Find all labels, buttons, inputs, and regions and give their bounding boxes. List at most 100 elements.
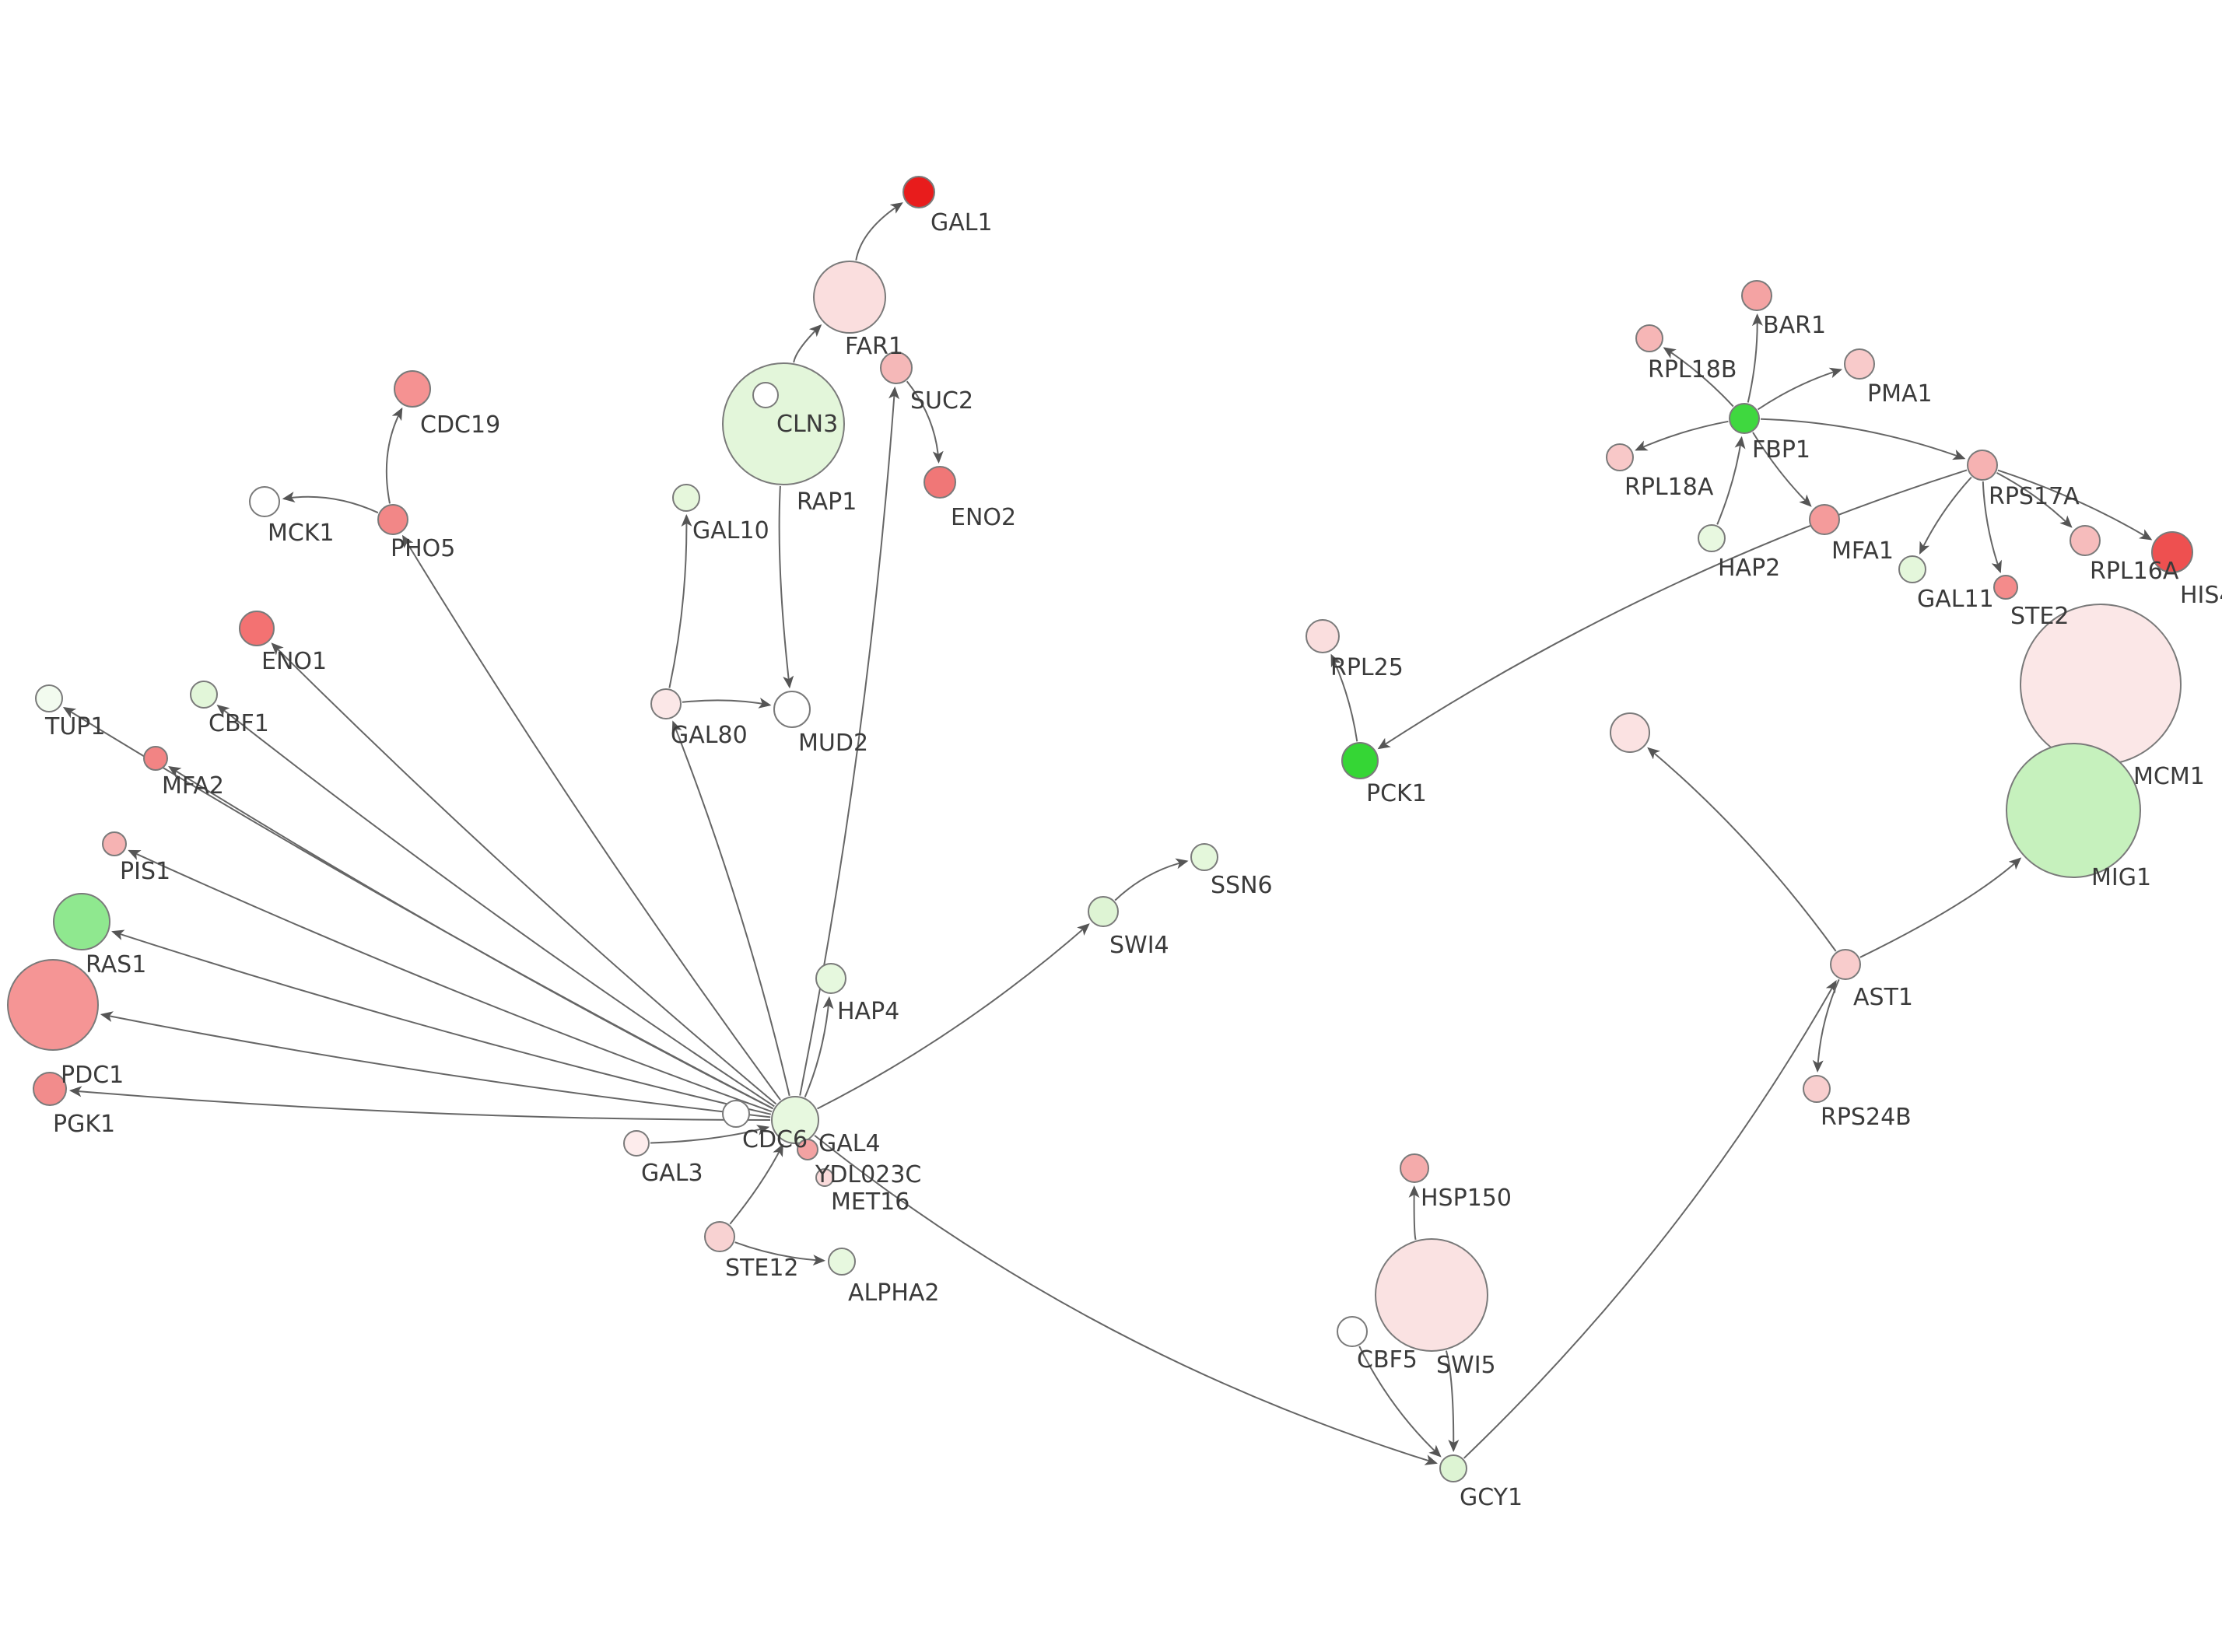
node-pho5[interactable]: [377, 504, 408, 535]
node-hap2[interactable]: [1698, 524, 1726, 552]
node-cbf1[interactable]: [190, 681, 218, 709]
node-pck1[interactable]: [1341, 742, 1379, 779]
edge-fbp1-rpl18b[interactable]: [1663, 347, 1734, 408]
edge-hap2-fbp1[interactable]: [1716, 436, 1746, 525]
edge-gal4-pgk1[interactable]: [68, 1086, 771, 1121]
edge-rps17a-gal11[interactable]: [1919, 476, 1972, 555]
node-alpha2[interactable]: [828, 1248, 856, 1276]
node-gal11[interactable]: [1898, 555, 1926, 583]
edge-rps17a-ste2[interactable]: [1982, 481, 2002, 574]
edge-fbp1-pma1[interactable]: [1757, 367, 1843, 411]
node-swi5[interactable]: [1375, 1238, 1488, 1352]
node-ssn6[interactable]: [1190, 843, 1218, 871]
edge-gal80-mud2[interactable]: [682, 697, 772, 709]
edge-gal4-hap4[interactable]: [804, 996, 834, 1097]
edge-rps17a-rpl16a[interactable]: [1996, 472, 2073, 528]
node-pis1[interactable]: [102, 831, 127, 856]
edge-ste12-alpha2[interactable]: [734, 1241, 825, 1266]
node-rpl25[interactable]: [1306, 619, 1340, 653]
node-pgk1[interactable]: [33, 1072, 67, 1106]
edge-gal4-swi4[interactable]: [817, 923, 1090, 1110]
node-fbp1[interactable]: [1729, 403, 1760, 434]
edge-gal4-gal80[interactable]: [671, 720, 790, 1097]
edge-swi5-hsp150[interactable]: [1408, 1185, 1420, 1241]
edge-gal4-ras1[interactable]: [111, 929, 772, 1115]
node-eno2[interactable]: [923, 466, 956, 499]
node-gal1[interactable]: [902, 176, 935, 208]
edge-gal4-cbf1[interactable]: [216, 704, 775, 1108]
node-rps24b[interactable]: [1803, 1075, 1831, 1103]
node-gcy1[interactable]: [1439, 1454, 1467, 1482]
edge-ast1-mig1[interactable]: [1859, 857, 2022, 958]
node-ste2[interactable]: [1993, 575, 2018, 600]
node-mck1[interactable]: [249, 486, 280, 517]
edge-fbp1-mfa1[interactable]: [1752, 432, 1812, 507]
node-gal10[interactable]: [672, 484, 700, 512]
edge-swi5-gcy1[interactable]: [1445, 1350, 1460, 1452]
node-ste12[interactable]: [704, 1221, 735, 1252]
node-pdc1[interactable]: [7, 959, 99, 1051]
edge-gal4-pho5[interactable]: [401, 534, 781, 1101]
node-rpl18a[interactable]: [1606, 443, 1634, 471]
edge-fbp1-rpl18a[interactable]: [1635, 420, 1729, 451]
edge-gal4-mfa2[interactable]: [168, 766, 773, 1110]
edge-gal4-pis1[interactable]: [128, 849, 773, 1113]
node-gal3[interactable]: [623, 1130, 650, 1157]
edge-ste12-gal4[interactable]: [729, 1143, 783, 1225]
node-ast1[interactable]: [1830, 949, 1861, 980]
edge-gal80-gal10[interactable]: [668, 514, 692, 688]
node-mud2[interactable]: [773, 691, 811, 728]
node-eno1[interactable]: [239, 611, 275, 646]
edge-fbp1-bar1[interactable]: [1747, 313, 1763, 403]
edge-gal4-eno1[interactable]: [271, 642, 777, 1105]
node-rpl18b[interactable]: [1635, 324, 1663, 352]
node-hsp150[interactable]: [1400, 1153, 1429, 1183]
edge-rap1-far1[interactable]: [793, 324, 822, 363]
edge-gal4-pdc1[interactable]: [100, 1011, 771, 1118]
edge-fbp1-rps17a[interactable]: [1760, 418, 1966, 460]
edge-pck1-rpl25[interactable]: [1330, 653, 1358, 742]
node-cbf5[interactable]: [1337, 1316, 1368, 1347]
edge-suc2-eno2[interactable]: [906, 380, 944, 464]
edge-gal4-gcy1[interactable]: [814, 1135, 1438, 1465]
edge-ast1-rps24b[interactable]: [1812, 978, 1840, 1073]
node-tup1[interactable]: [35, 684, 63, 712]
node-suc2[interactable]: [880, 352, 913, 384]
node-met16[interactable]: [815, 1168, 834, 1187]
edge-cbf5-gcy1[interactable]: [1358, 1346, 1442, 1458]
node-mfa2[interactable]: [143, 746, 168, 771]
node-hap4[interactable]: [815, 963, 846, 994]
edge-gal3-gal4[interactable]: [650, 1125, 770, 1144]
edge-gcy1-ast1[interactable]: [1463, 979, 1837, 1459]
node-label-his4: HIS4: [2180, 582, 2222, 609]
edge-pho5-mck1[interactable]: [282, 492, 379, 514]
node-unnamed[interactable]: [1610, 712, 1650, 753]
node-cln3[interactable]: [752, 382, 779, 408]
node-ras1[interactable]: [53, 893, 110, 950]
edge-ast1-unnamed[interactable]: [1647, 747, 1837, 952]
node-mig1[interactable]: [2006, 743, 2141, 878]
edge-swi4-ssn6[interactable]: [1114, 858, 1189, 901]
node-label-gal10: GAL10: [692, 517, 769, 544]
node-cdc19[interactable]: [394, 370, 431, 408]
node-gal4[interactable]: [771, 1096, 819, 1144]
node-gal80[interactable]: [650, 688, 682, 719]
edge-pho5-cdc19[interactable]: [385, 407, 403, 504]
node-pma1[interactable]: [1844, 348, 1875, 380]
node-bar1[interactable]: [1741, 280, 1772, 311]
edge-rps17a-his4[interactable]: [1997, 469, 2153, 541]
node-swi4[interactable]: [1088, 896, 1119, 927]
node-cdc6[interactable]: [722, 1100, 750, 1128]
edge-rps17a-pck1[interactable]: [1377, 469, 1968, 750]
node-ydl023c[interactable]: [797, 1139, 818, 1160]
edge-rap1-mud2[interactable]: [778, 485, 794, 689]
node-far1[interactable]: [813, 261, 886, 334]
node-mfa1[interactable]: [1809, 504, 1840, 535]
node-rpl16a[interactable]: [2070, 525, 2101, 556]
edge-gal4-suc2[interactable]: [799, 386, 900, 1096]
node-rps17a[interactable]: [1967, 450, 1998, 481]
edge-far1-gal1[interactable]: [855, 202, 903, 261]
node-his4[interactable]: [2151, 531, 2193, 573]
